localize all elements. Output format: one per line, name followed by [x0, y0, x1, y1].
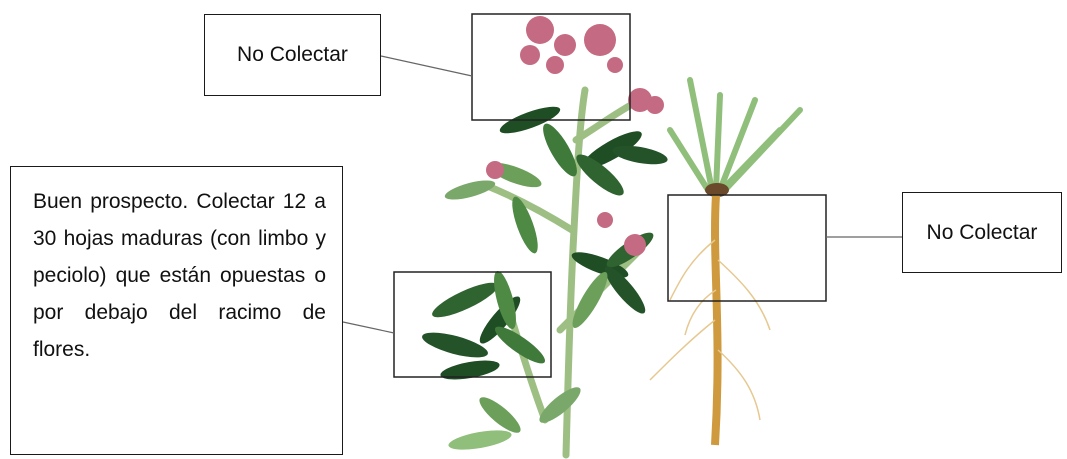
root-note-box: No Colectar — [902, 192, 1062, 273]
flower-note-text: No Colectar — [237, 43, 348, 67]
flower-note-box: No Colectar — [204, 14, 381, 96]
flower-connector — [381, 56, 472, 76]
leaf-connector — [343, 322, 394, 333]
plant-leaves — [420, 102, 669, 454]
leaf-note-box: Buen prospecto. Colectar 12 a 30 hojas m… — [10, 166, 343, 455]
root-note-text: No Colectar — [927, 221, 1038, 245]
root-frame — [668, 195, 826, 301]
leaf-note-text: Buen prospecto. Colectar 12 a 30 hojas m… — [33, 190, 326, 361]
root-plant — [650, 80, 800, 445]
